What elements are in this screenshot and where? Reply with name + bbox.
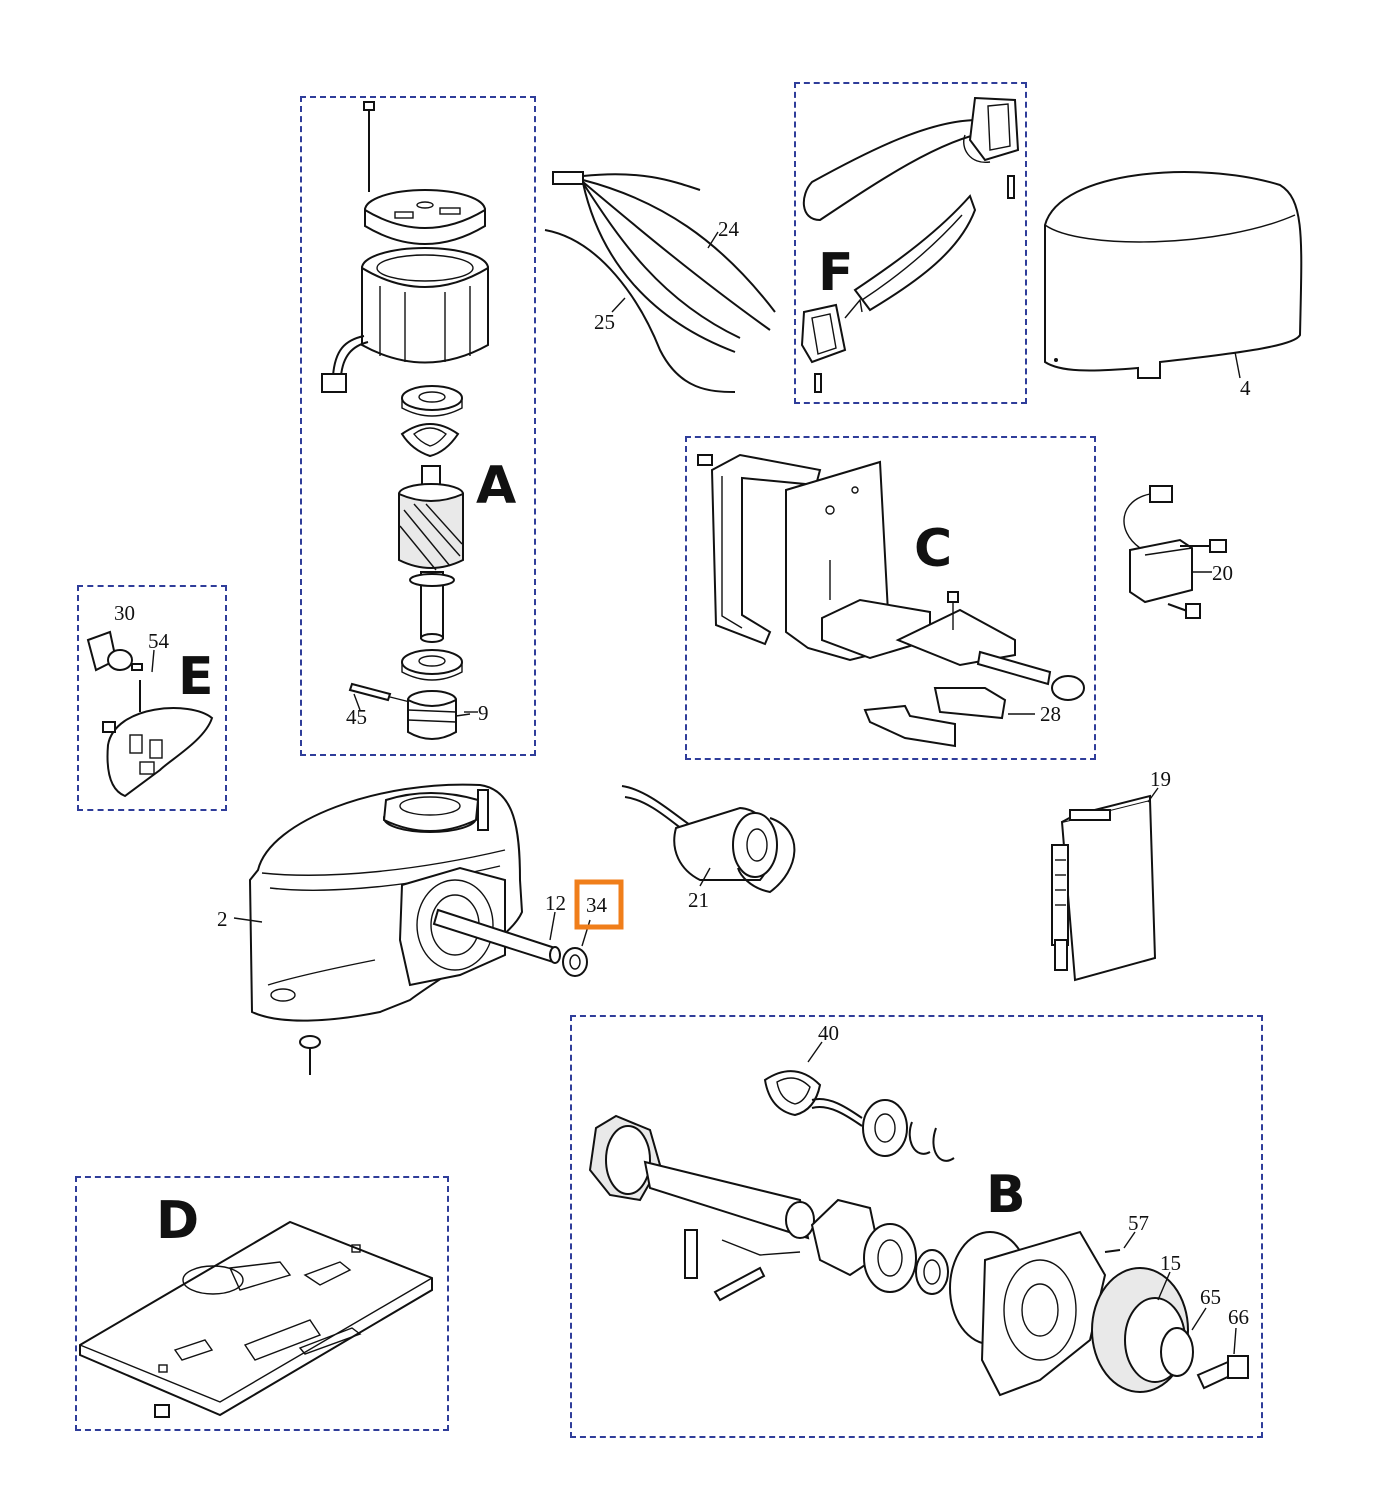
part-number-30: 30 bbox=[114, 601, 135, 625]
group-label-f: F bbox=[818, 243, 854, 303]
group-label-a: A bbox=[476, 456, 516, 516]
part-number-2: 2 bbox=[217, 907, 228, 931]
part-number-9: 9 bbox=[478, 701, 489, 725]
part-number-65: 65 bbox=[1200, 1285, 1221, 1309]
wire-harness-drawing bbox=[544, 171, 776, 393]
part-number-15: 15 bbox=[1160, 1251, 1181, 1275]
group-frame-a bbox=[300, 96, 536, 756]
group-frame-e bbox=[77, 585, 227, 811]
part-number-19: 19 bbox=[1150, 767, 1171, 791]
group-label-c: C bbox=[914, 519, 952, 579]
part-number-40: 40 bbox=[818, 1021, 839, 1045]
group-frame-f bbox=[794, 82, 1027, 404]
part-number-45: 45 bbox=[346, 705, 367, 729]
group-label-d: D bbox=[156, 1191, 199, 1251]
part-number-34[interactable]: 34 bbox=[586, 893, 608, 917]
base-plate-drawing bbox=[79, 1220, 433, 1418]
relay-drawing bbox=[1123, 485, 1227, 619]
group-frame-d bbox=[75, 1176, 449, 1431]
bracket-assembly-drawing bbox=[697, 453, 1085, 748]
part-number-20: 20 bbox=[1212, 561, 1233, 585]
part-number-4: 4 bbox=[1240, 376, 1251, 400]
group-label-e: E bbox=[178, 647, 214, 707]
part-number-28: 28 bbox=[1040, 702, 1061, 726]
part-number-25: 25 bbox=[594, 310, 615, 334]
cover-drawing bbox=[1044, 171, 1303, 379]
motor-assembly-drawing bbox=[321, 101, 489, 740]
part-number-12: 12 bbox=[545, 891, 566, 915]
group-frame-b bbox=[570, 1015, 1263, 1438]
part-number-21: 21 bbox=[688, 888, 709, 912]
gear-assembly-drawing bbox=[588, 1070, 1249, 1397]
seal-ring-34-drawing bbox=[562, 947, 588, 977]
leader-lines bbox=[151, 231, 1241, 1355]
part-number-57: 57 bbox=[1128, 1211, 1149, 1235]
output-shaft-drawing bbox=[432, 908, 561, 964]
lock-assembly-drawing bbox=[86, 630, 214, 798]
group-frame-c bbox=[685, 436, 1096, 760]
control-board-drawing bbox=[1051, 794, 1157, 982]
part-number-24: 24 bbox=[718, 217, 740, 241]
limit-cable-drawing bbox=[800, 96, 1020, 393]
group-label-b: B bbox=[986, 1165, 1026, 1225]
part-number-54: 54 bbox=[148, 629, 170, 653]
part-number-66: 66 bbox=[1228, 1305, 1249, 1329]
highlight-box-34 bbox=[574, 879, 624, 930]
capacitor-drawing bbox=[621, 785, 796, 894]
